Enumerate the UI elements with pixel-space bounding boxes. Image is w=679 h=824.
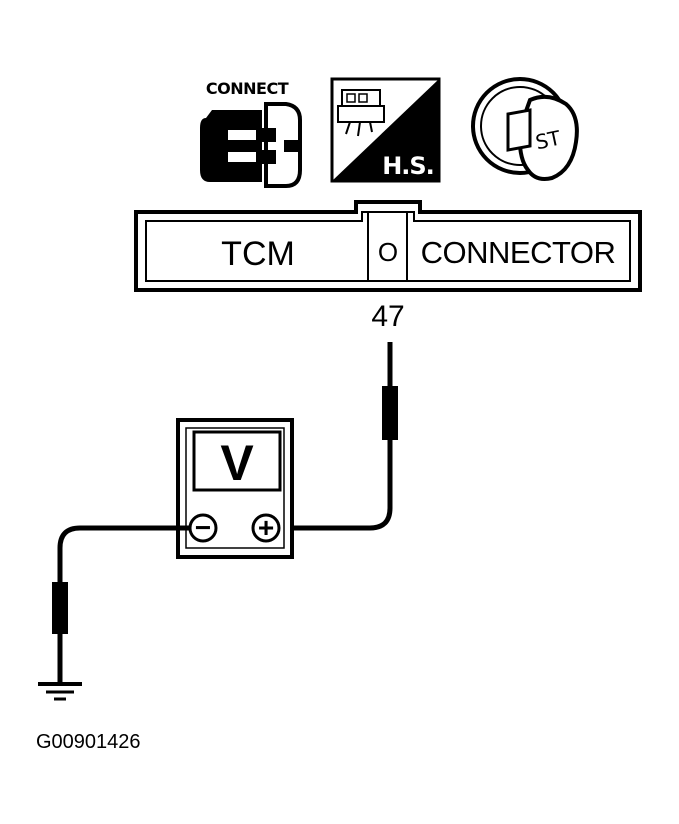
- harness-side-label: H.S.: [382, 152, 434, 180]
- negative-symbol: −: [195, 512, 211, 543]
- positive-terminal: [251, 513, 281, 543]
- harness-side-icon: [330, 77, 441, 183]
- negative-probe-lead: [52, 525, 190, 682]
- connect-label: CONNECT: [206, 79, 289, 98]
- ground-symbol-icon: [38, 682, 82, 701]
- positive-symbol: +: [258, 512, 274, 543]
- harness-side-icon-group: H.S.: [330, 77, 441, 183]
- ignition-key-icon: [471, 77, 579, 181]
- connector-plug-icon: [200, 102, 302, 188]
- connector-label: CONNECTOR: [421, 235, 616, 270]
- tcm-label: TCM: [221, 235, 295, 273]
- voltmeter-display: V: [220, 435, 254, 491]
- positive-probe-lead: [288, 342, 398, 531]
- terminal-symbol: O: [378, 237, 398, 267]
- ignition-start-label: ST: [533, 126, 563, 155]
- ignition-icon-group: ST: [471, 77, 579, 181]
- terminal-number: 47: [371, 300, 404, 333]
- tcm-connector-box: TCM O CONNECTOR: [134, 200, 642, 292]
- figure-id: G00901426: [36, 731, 141, 753]
- connect-icon-group: CONNECT: [200, 79, 302, 188]
- voltmeter: V − +: [176, 418, 294, 559]
